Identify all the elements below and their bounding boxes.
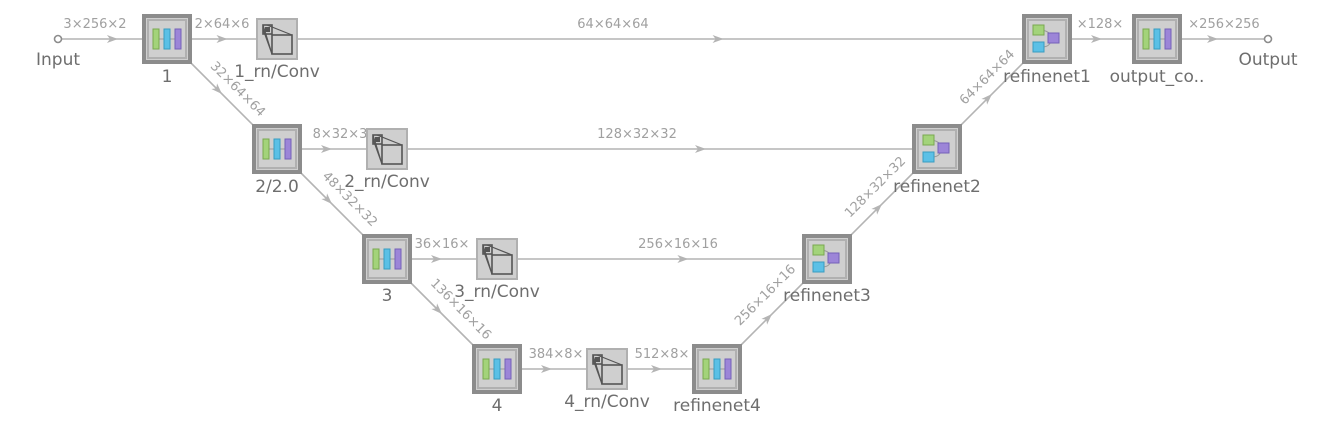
convolution-icon <box>262 24 293 55</box>
edge-shape-label: 2×64×6 <box>195 17 250 32</box>
edge-shape-label: 3×256×2 <box>63 17 126 32</box>
node-label: refinenet4 <box>673 396 761 416</box>
edge-shape-label: 64×64×64 <box>577 17 648 32</box>
edge-shape-label: 36×16× <box>415 237 470 252</box>
edge-shape-label: 8×32×3 <box>313 127 368 142</box>
node-label: refinenet2 <box>893 177 981 197</box>
node-rn2[interactable]: 2_rn/Conv <box>344 128 430 192</box>
arrow-icon <box>1091 35 1102 43</box>
node-ref3[interactable]: refinenet3 <box>783 234 871 306</box>
chain-layers-icon <box>482 358 512 380</box>
node-outc[interactable]: output_co.. <box>1110 14 1205 87</box>
node-label: 1 <box>162 67 173 87</box>
arrow-icon <box>541 365 552 373</box>
graph-net-icon <box>922 134 950 163</box>
convolution-icon <box>372 134 403 165</box>
nodes: Input 1 1_rn/Conv 2/2.0 2_rn/Conv 3 3_rn/Conv 4… <box>36 14 1298 416</box>
edge-shape-label: 512×8× <box>635 347 690 362</box>
node-ref2[interactable]: refinenet2 <box>893 124 981 197</box>
node-n4[interactable]: 4 <box>472 344 522 416</box>
graph-net-icon <box>812 244 840 273</box>
arrow-icon <box>712 35 724 43</box>
edge-shape-label: 384×8× <box>529 347 584 362</box>
edge-shape-label: ×128× <box>1077 17 1124 32</box>
node-n2[interactable]: 2/2.0 <box>252 124 302 197</box>
node-label: Output <box>1238 50 1297 70</box>
node-label: 4 <box>492 396 503 416</box>
arrow-icon <box>216 35 228 43</box>
chain-layers-icon <box>152 28 182 50</box>
arrow-icon <box>871 204 882 215</box>
node-output[interactable]: Output <box>1238 34 1298 71</box>
node-rn4[interactable]: 4_rn/Conv <box>564 348 650 412</box>
chain-layers-icon <box>1142 28 1172 50</box>
convolution-icon <box>592 354 623 385</box>
node-label: 2/2.0 <box>255 177 299 197</box>
chain-layers-icon <box>702 358 732 380</box>
arrow-icon <box>695 145 706 153</box>
edge-rn1-ref1: 64×64×64 <box>277 17 1047 43</box>
node-label: refinenet3 <box>783 286 871 306</box>
chain-layers-icon <box>262 138 292 160</box>
node-ref4[interactable]: refinenet4 <box>673 344 761 416</box>
node-label: 3 <box>382 286 393 306</box>
node-rn1[interactable]: 1_rn/Conv <box>234 18 320 82</box>
convolution-icon <box>482 244 513 275</box>
arrow-icon <box>321 193 332 204</box>
node-ref1[interactable]: refinenet1 <box>1003 14 1091 87</box>
edge-shape-label: 256×16×16 <box>638 237 718 252</box>
edge-rn2-ref2: 128×32×32 <box>387 127 937 153</box>
edge-shape-label: ×256×256 <box>1188 17 1259 32</box>
arrow-icon <box>321 145 332 153</box>
node-label: 3_rn/Conv <box>454 282 540 302</box>
graph-net-icon <box>1032 24 1060 53</box>
arrow-icon <box>651 365 662 373</box>
arrow-icon <box>677 255 689 263</box>
node-input[interactable]: Input <box>36 34 80 71</box>
arrow-icon <box>106 35 118 43</box>
node-label: refinenet1 <box>1003 67 1091 87</box>
chain-layers-icon <box>372 248 402 270</box>
arrow-icon <box>981 94 992 105</box>
port-circle-icon <box>53 34 63 44</box>
edge-rn3-ref3: 256×16×16 <box>497 237 827 263</box>
edge-shape-label: 128×32×32 <box>597 127 677 142</box>
node-rn3[interactable]: 3_rn/Conv <box>454 238 540 302</box>
arrow-icon <box>431 255 442 263</box>
node-n3[interactable]: 3 <box>362 234 412 306</box>
arrow-icon <box>761 314 772 325</box>
node-label: Input <box>36 50 80 70</box>
arrow-icon <box>431 303 442 314</box>
arrow-icon <box>211 83 222 94</box>
arrow-icon <box>1207 35 1219 43</box>
node-label: 4_rn/Conv <box>564 392 650 412</box>
node-label: 1_rn/Conv <box>234 62 320 82</box>
node-n1[interactable]: 1 <box>142 14 192 87</box>
node-label: output_co.. <box>1110 67 1205 87</box>
port-circle-icon <box>1263 34 1273 44</box>
node-label: 2_rn/Conv <box>344 172 430 192</box>
